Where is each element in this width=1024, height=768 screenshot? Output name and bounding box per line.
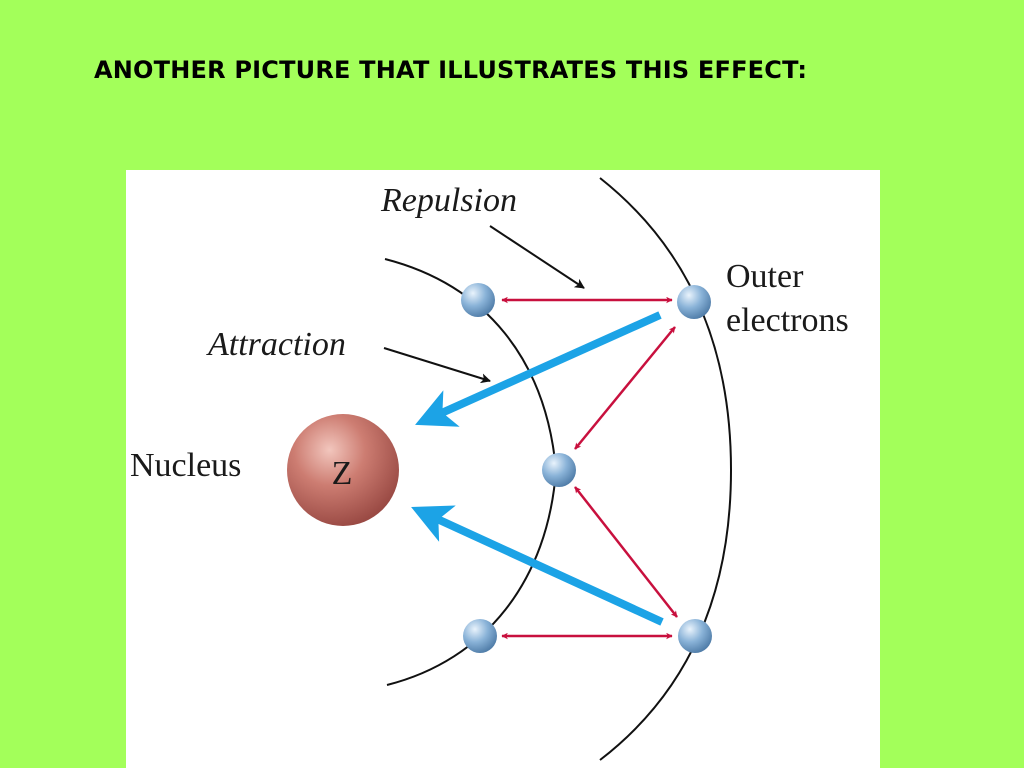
electron-outer-bottom [678, 619, 712, 653]
outer-electrons-label-line1: Outer [726, 258, 804, 295]
outer-electrons-label-line2: electrons [726, 302, 849, 339]
outer-shell-arc [599, 177, 733, 761]
inner-shell-arc [384, 258, 558, 686]
electron-inner-middle [542, 453, 576, 487]
attraction-label: Attraction [206, 326, 346, 363]
electron-inner-bottom [463, 619, 497, 653]
electron-outer-top [677, 285, 711, 319]
attraction-pointer-arrow [383, 347, 491, 384]
slide-title: ANOTHER PICTURE THAT ILLUSTRATES THIS EF… [94, 56, 808, 84]
nucleus-label: Nucleus [130, 447, 241, 484]
nucleus-symbol: Z [332, 455, 353, 492]
repulsion-label: Repulsion [380, 182, 517, 219]
repulsion-arrow-lower-diagonal [574, 486, 678, 618]
repulsion-pointer-arrow [489, 225, 585, 289]
attraction-arrow-lower [411, 505, 664, 626]
electron-shielding-diagram: Z Repulsion Attraction Nucleus Outer ele… [130, 177, 849, 761]
electron-inner-top [461, 283, 495, 317]
nucleus-sphere [287, 414, 399, 526]
diagram-panel: Z Repulsion Attraction Nucleus Outer ele… [126, 170, 880, 768]
repulsion-arrow-upper-diagonal [574, 326, 676, 450]
